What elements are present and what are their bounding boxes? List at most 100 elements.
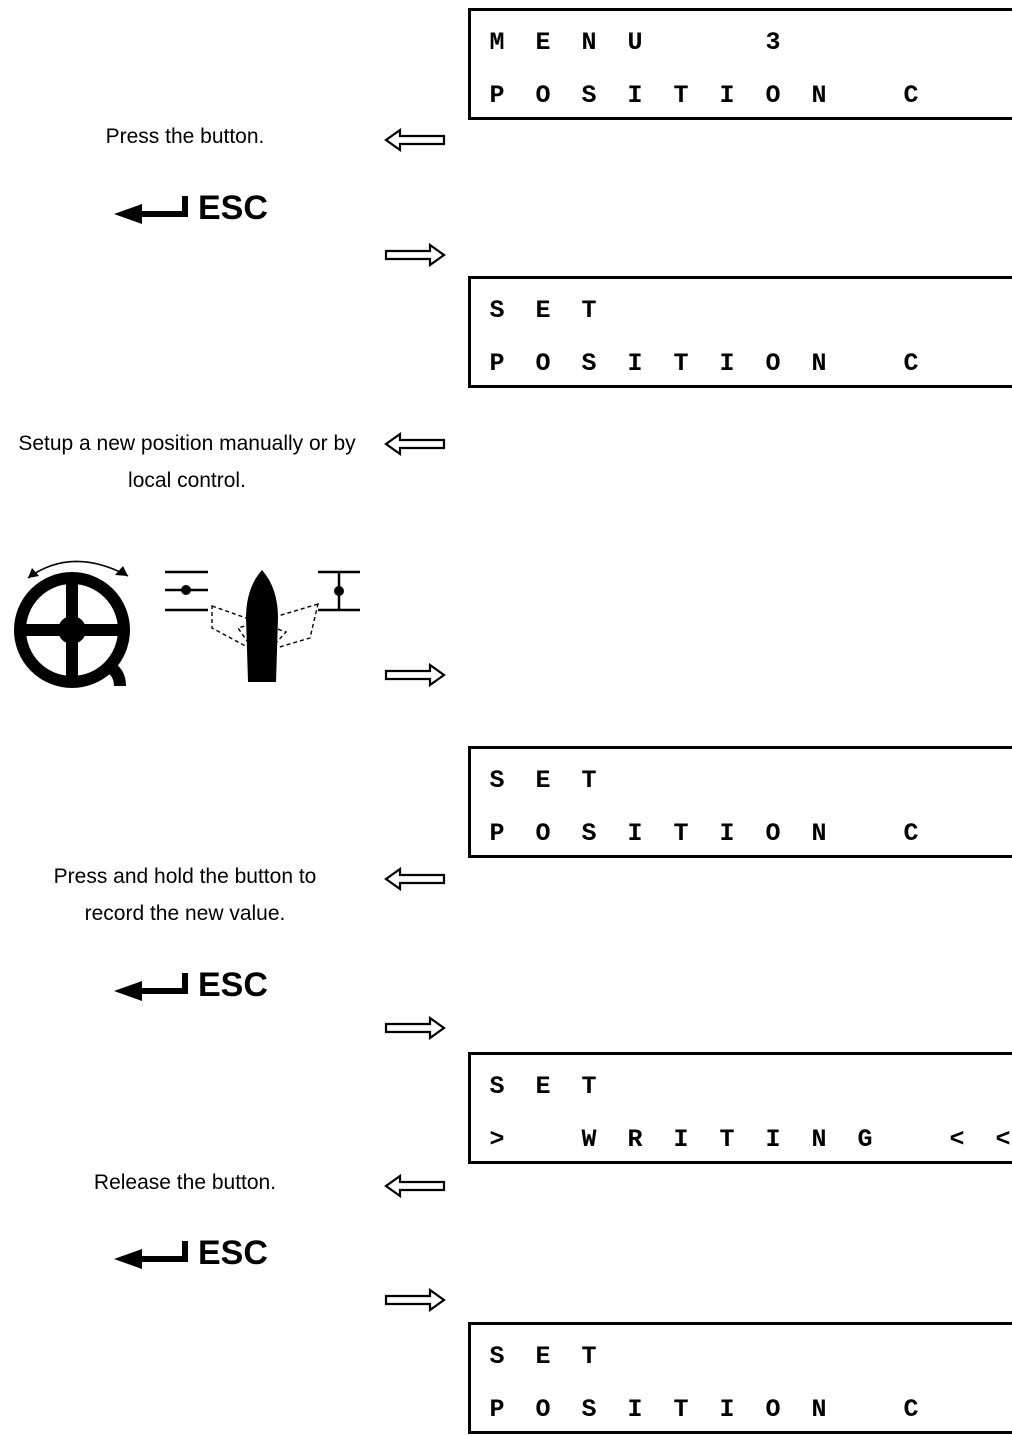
lcd-line-1: M E N U 3	[471, 17, 1012, 69]
lcd-char: S	[581, 81, 597, 110]
lcd-char: W	[581, 1125, 597, 1154]
lcd-char: >	[489, 1125, 505, 1154]
lcd-char: I	[719, 819, 735, 848]
lcd-char	[763, 755, 783, 807]
lcd-char: T	[673, 81, 689, 110]
lcd-char: C	[903, 81, 919, 110]
lcd-char: <	[949, 1125, 965, 1154]
lcd-char	[993, 1384, 1012, 1436]
lcd-char	[993, 755, 1012, 807]
lcd-char: T	[581, 1072, 597, 1101]
lcd-char: I	[627, 1395, 643, 1424]
lcd-char	[625, 755, 645, 807]
lcd-char	[901, 1061, 921, 1113]
esc-button[interactable]: ESC	[112, 188, 268, 228]
lcd-char	[993, 808, 1012, 860]
lcd-char	[763, 1331, 783, 1383]
step-2-instruction: Setup a new position manually or by loca…	[18, 432, 356, 492]
lcd-char	[625, 1061, 645, 1113]
lcd-char	[993, 70, 1012, 122]
lcd-char: S	[581, 819, 597, 848]
lcd-char: O	[535, 819, 551, 848]
lcd-char: T	[581, 1342, 597, 1371]
lcd-char	[947, 1061, 967, 1113]
lcd-char: E	[535, 1072, 551, 1101]
lcd-char	[671, 1061, 691, 1113]
lcd-char	[763, 1061, 783, 1113]
lcd-display-set-position-final: S E T P O S I T I O N C	[468, 1322, 1012, 1434]
lcd-char: T	[581, 766, 597, 795]
lcd-char	[947, 285, 967, 337]
lcd-char: E	[535, 766, 551, 795]
lcd-char: O	[765, 1395, 781, 1424]
lcd-char: M	[489, 28, 505, 57]
lcd-char: E	[535, 1342, 551, 1371]
lcd-char: E	[535, 28, 551, 57]
lcd-char: O	[765, 81, 781, 110]
arrow-right-icon	[384, 1016, 446, 1040]
enter-arrow-icon	[114, 1241, 188, 1269]
lcd-char	[993, 338, 1012, 390]
lcd-char	[717, 755, 737, 807]
lcd-char	[671, 285, 691, 337]
lcd-char: C	[903, 819, 919, 848]
lcd-char: S	[489, 766, 505, 795]
lcd-line-2: P O S I T I O N C	[471, 1384, 1012, 1436]
lcd-display-set-position-new: S E T P O S I T I O N C	[468, 746, 1012, 858]
lcd-char	[763, 285, 783, 337]
lcd-char: S	[489, 1342, 505, 1371]
lcd-char	[855, 1061, 875, 1113]
lcd-char	[809, 1331, 829, 1383]
lcd-char: U	[627, 28, 643, 57]
lcd-char	[625, 285, 645, 337]
lcd-char: I	[719, 81, 735, 110]
lcd-char	[947, 1384, 967, 1436]
arrow-left-icon	[384, 1174, 446, 1198]
lcd-line-1: S E T	[471, 1331, 1012, 1383]
lcd-char	[901, 755, 921, 807]
lcd-char	[947, 338, 967, 390]
step-4-instruction: Release the button.	[93, 1171, 277, 1194]
lcd-char	[901, 1114, 921, 1166]
lcd-char: S	[581, 1395, 597, 1424]
lcd-char	[993, 1331, 1012, 1383]
lcd-char	[855, 70, 875, 122]
arrow-right-icon	[384, 243, 446, 267]
arrow-left-icon	[384, 432, 446, 456]
lcd-char: S	[489, 1072, 505, 1101]
enter-arrow-icon	[114, 196, 188, 224]
lcd-char: T	[581, 296, 597, 325]
lcd-char: P	[489, 819, 505, 848]
esc-label: ESC	[198, 188, 268, 227]
lcd-char: P	[489, 81, 505, 110]
lcd-char: O	[765, 819, 781, 848]
lcd-char	[901, 1331, 921, 1383]
lcd-char: O	[535, 349, 551, 378]
lcd-char: N	[811, 81, 827, 110]
arrow-right-icon	[384, 1288, 446, 1312]
lcd-char	[993, 285, 1012, 337]
lcd-char: C	[903, 349, 919, 378]
lcd-char	[947, 70, 967, 122]
lcd-char	[947, 1331, 967, 1383]
esc-button[interactable]: ESC	[112, 965, 268, 1005]
lcd-char: I	[719, 349, 735, 378]
lcd-char: R	[627, 1125, 643, 1154]
lcd-char	[717, 1061, 737, 1113]
lcd-char: N	[811, 1125, 827, 1154]
esc-button[interactable]: ESC	[112, 1233, 268, 1273]
lcd-char	[993, 17, 1012, 69]
lcd-char: G	[857, 1125, 873, 1154]
lcd-char	[809, 285, 829, 337]
lcd-char: N	[811, 819, 827, 848]
lcd-display-set-position: S E T P O S I T I O N C	[468, 276, 1012, 388]
lcd-char: I	[719, 1395, 735, 1424]
arrow-left-icon	[384, 867, 446, 891]
lcd-char: T	[673, 1395, 689, 1424]
lcd-char	[855, 1384, 875, 1436]
lcd-char: S	[581, 349, 597, 378]
lcd-char	[855, 1331, 875, 1383]
lcd-char	[671, 1331, 691, 1383]
esc-label: ESC	[198, 965, 268, 1004]
lcd-char	[855, 285, 875, 337]
